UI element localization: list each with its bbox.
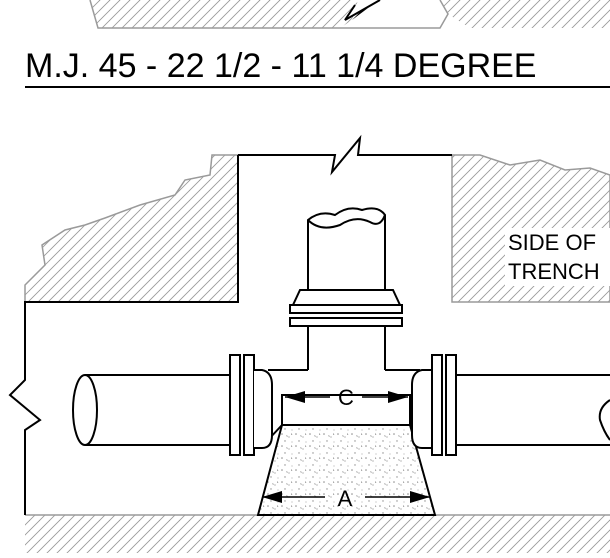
heading-group: M.J. 45 - 22 1/2 - 11 1/4 DEGREE — [25, 47, 610, 88]
thrust-block — [256, 424, 437, 516]
bottom-earth-strip — [25, 514, 610, 553]
dimension-a-label: A — [338, 486, 353, 511]
branch-pipe — [289, 207, 403, 370]
top-earth-fragment — [89, 0, 610, 29]
side-of-trench-label: SIDE OF TRENCH — [505, 228, 610, 286]
right-pipe — [411, 354, 610, 456]
page-heading: M.J. 45 - 22 1/2 - 11 1/4 DEGREE — [25, 47, 536, 85]
side-of-trench-line1: SIDE OF — [508, 230, 596, 255]
dimension-a: A — [262, 486, 430, 511]
dimension-c-label: C — [338, 385, 354, 410]
left-earth-mass — [24, 154, 239, 303]
trench-outline — [8, 134, 452, 515]
side-of-trench-line2: TRENCH — [508, 259, 600, 284]
left-pipe — [72, 354, 273, 456]
dimension-c: C — [285, 385, 408, 410]
